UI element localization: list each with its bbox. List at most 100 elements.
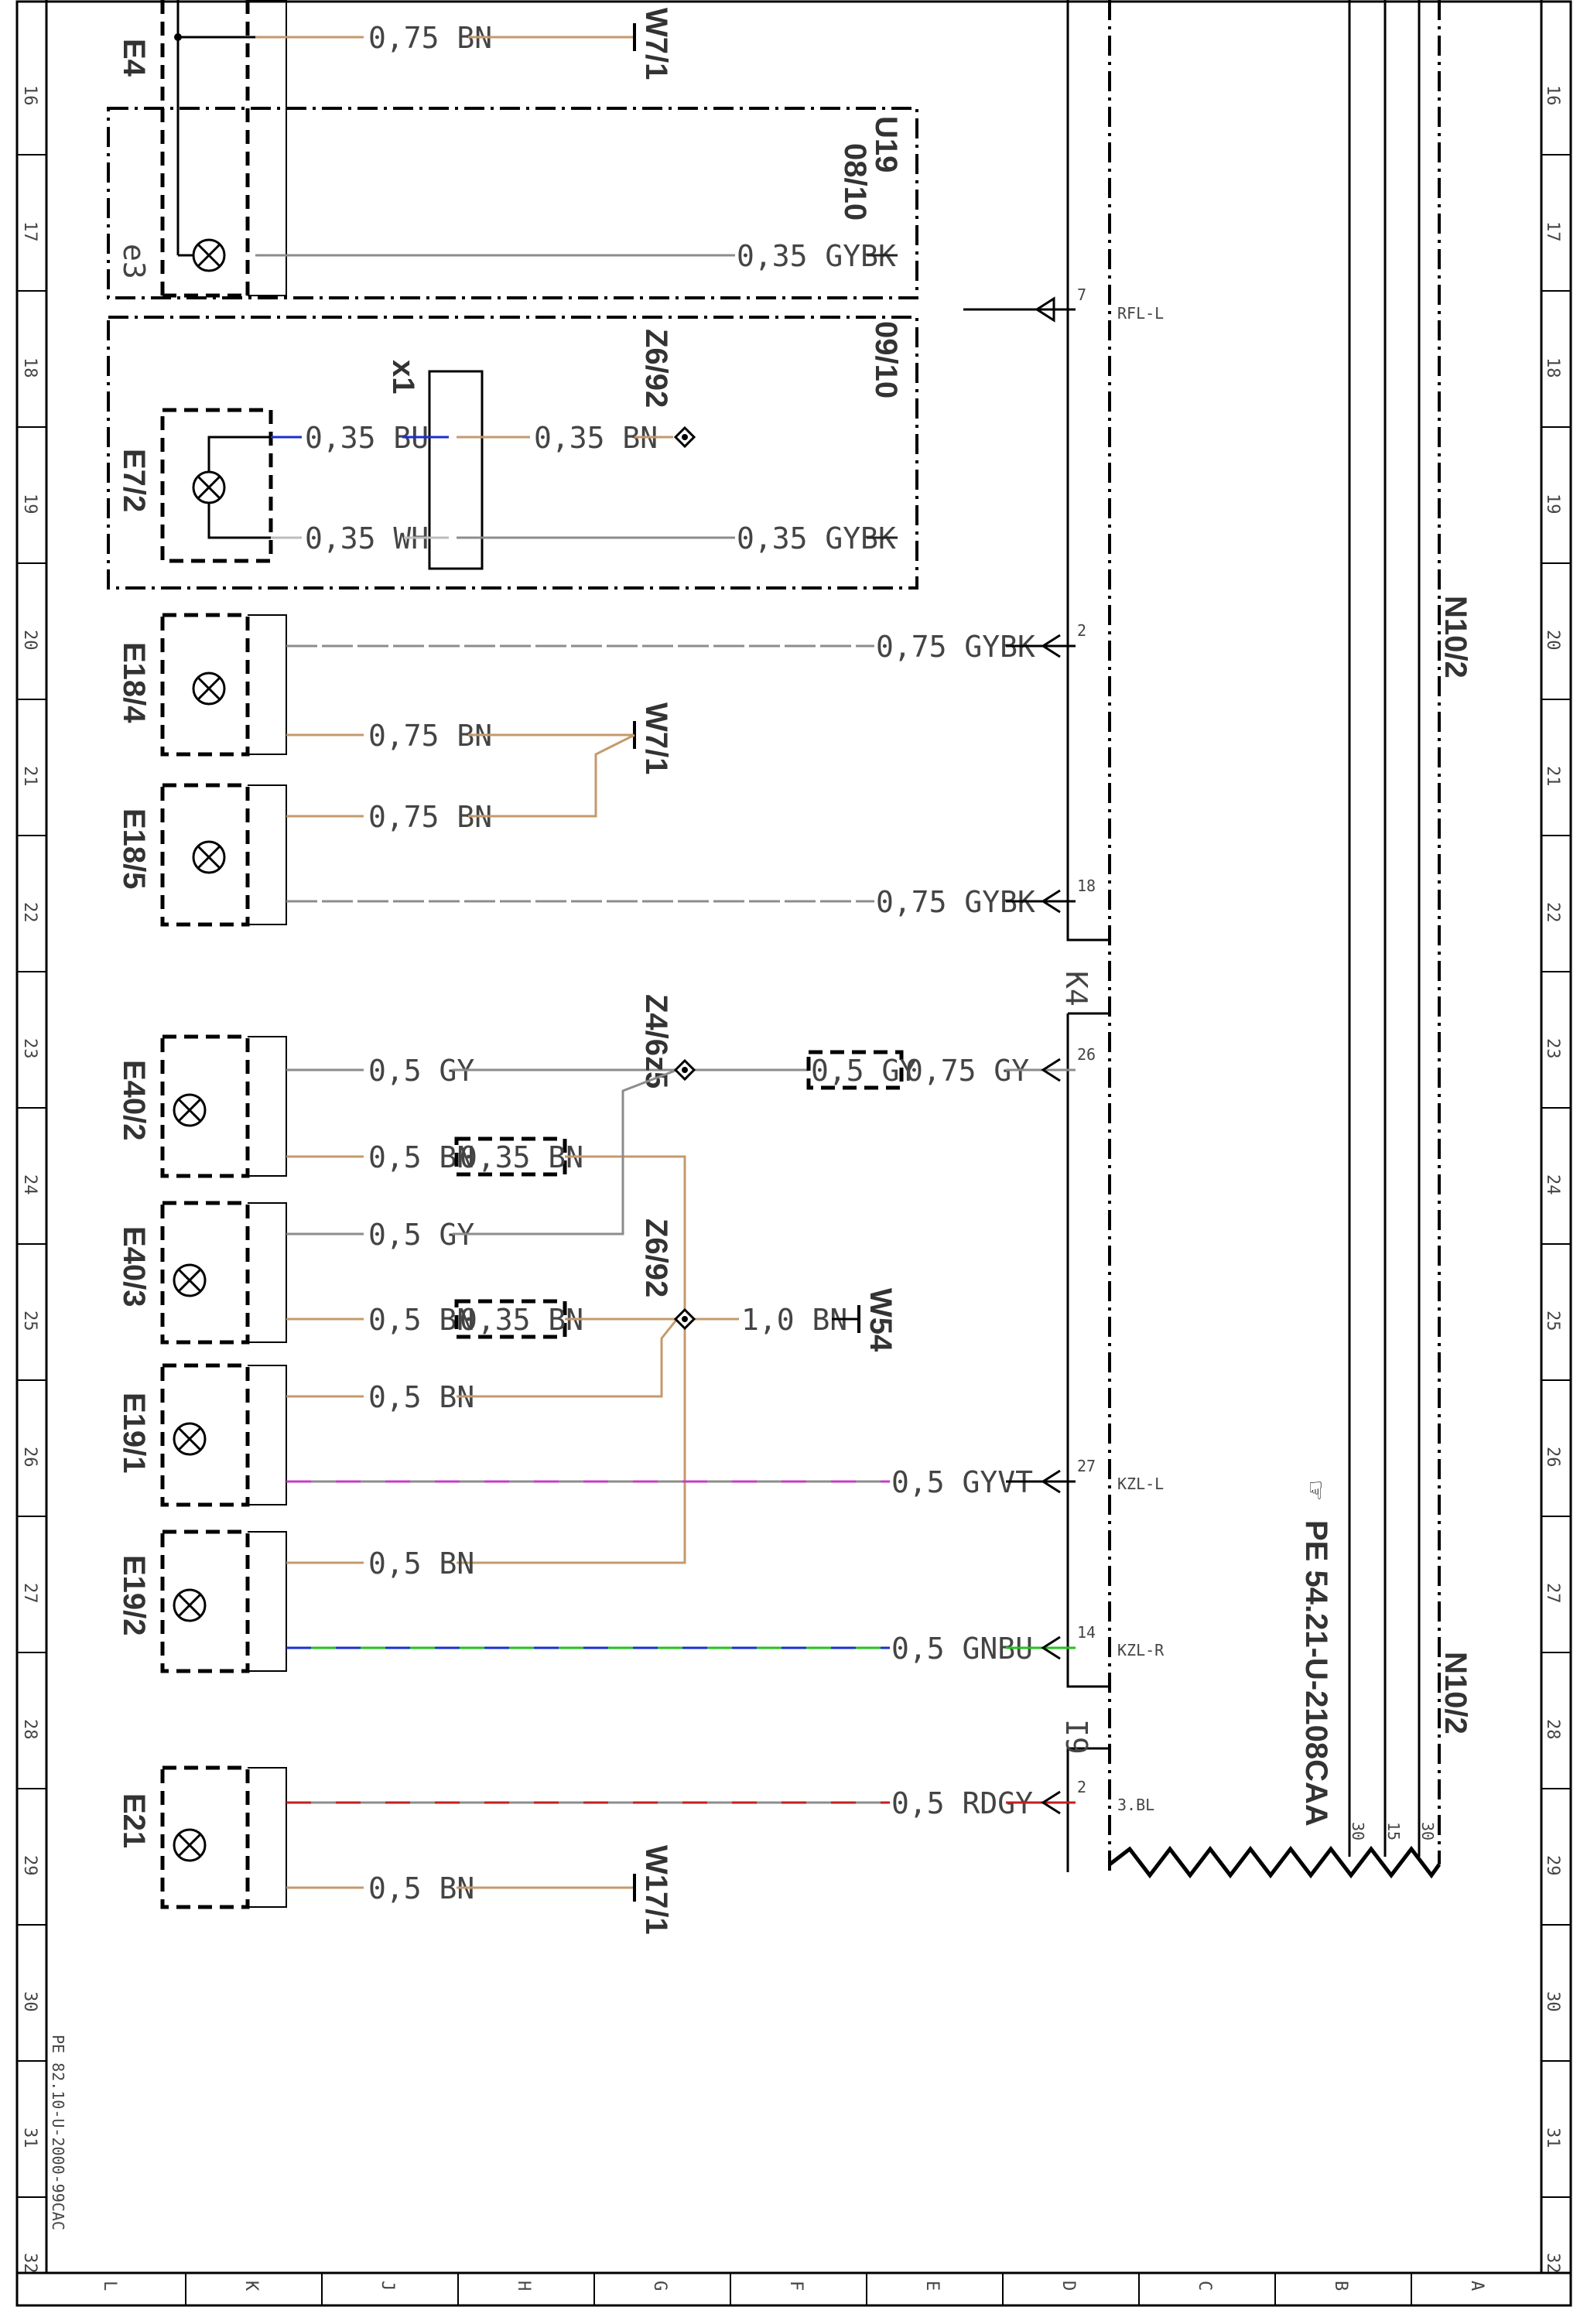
- wire-e184-bn[interactable]: 0,75 BN: [286, 719, 636, 753]
- i9-label: I9: [1059, 1719, 1093, 1755]
- wire-w54-bn[interactable]: 1,0 BN: [693, 1303, 860, 1337]
- terminal-30-label: 30: [1418, 1822, 1437, 1840]
- wire-e402-gy[interactable]: 0,5 GY: [286, 1054, 677, 1088]
- wire-e402-bn[interactable]: 0,5 BN 0,35 BN: [286, 1136, 686, 1564]
- pin-3bl-label: 3.BL: [1117, 1796, 1154, 1814]
- pin-rfl-l-label: RFL-L: [1117, 304, 1164, 323]
- e19-1-lamp[interactable]: [160, 1363, 287, 1507]
- pin-label: 2: [1077, 621, 1086, 640]
- x1-label: x1: [386, 360, 420, 395]
- wire-label-optional: 0,35 BN: [460, 1303, 583, 1337]
- wire-e403-gy[interactable]: 0,5 GY: [286, 1068, 678, 1252]
- row-label: 32: [1543, 2253, 1562, 2274]
- row-label: 26: [1543, 1447, 1562, 1468]
- pin-kzl-l-label: KZL-L: [1117, 1475, 1164, 1493]
- wire-label: 0,5 BN: [368, 1546, 474, 1581]
- wire-e191-bn[interactable]: 0,5 BN: [286, 1318, 679, 1414]
- wire-e192-gnbu[interactable]: 0,5 GNBU 14 KZL-R: [286, 1623, 1165, 1666]
- wire-e3-gybk[interactable]: 0,35 GYBK: [255, 239, 898, 273]
- e7-2-lamp[interactable]: [160, 408, 273, 563]
- column-label: D: [1059, 2281, 1078, 2291]
- row-label: 24: [1543, 1174, 1562, 1195]
- e21-label: E21: [117, 1793, 151, 1848]
- pin-label: 26: [1077, 1045, 1096, 1064]
- e18-4-lamp[interactable]: [160, 613, 287, 757]
- document-reference: PE 82.10-U-2000-99CAC: [49, 2035, 67, 2230]
- wire-x1-gybk[interactable]: 0,35 GYBK: [457, 521, 898, 555]
- reference-0810: 08/10: [838, 143, 872, 220]
- wire-e4-bn[interactable]: 0,75 BN: [255, 21, 636, 55]
- page-frame: [15, 0, 1572, 2307]
- cross-reference-label[interactable]: PE 54.21-U-2108CAA: [1299, 1520, 1333, 1827]
- e21-lamp[interactable]: [160, 1765, 287, 1909]
- e18-5-lamp[interactable]: [160, 783, 287, 927]
- e4-label: E4: [117, 39, 151, 77]
- row-label: 23: [20, 1038, 39, 1059]
- column-label: F: [786, 2281, 805, 2291]
- connector-arrow-icon: [1041, 889, 1061, 914]
- wire-e72-bu[interactable]: 0,35 BU: [271, 421, 449, 455]
- splice-points: [673, 425, 696, 1331]
- row-label: 28: [20, 1719, 39, 1740]
- wire-e21-rdgy[interactable]: 0,5 RDGY 2 3.BL: [286, 1778, 1154, 1820]
- cross-reference[interactable]: ☞ PE 54.21-U-2108CAA: [1299, 1482, 1333, 1827]
- column-label: C: [1195, 2281, 1214, 2291]
- column-label: G: [650, 2281, 669, 2291]
- connector-arrow-icon: [1041, 1635, 1061, 1660]
- e4-component: E4 e3: [117, 0, 287, 298]
- wire-e184-gybk[interactable]: 0,75 GYBK 2: [286, 621, 1086, 664]
- column-label: K: [241, 2281, 261, 2292]
- e40-2-lamp[interactable]: [160, 1034, 287, 1178]
- wire-z4-gy[interactable]: 0,5 GY 0,75 GY 26: [693, 1045, 1096, 1090]
- connector-arrow-icon: [1041, 634, 1061, 658]
- e19-1-label: E19/1: [117, 1393, 151, 1474]
- column-label: E: [922, 2281, 942, 2291]
- row-label: 30: [20, 1991, 39, 2012]
- wire-e403-bn[interactable]: 0,5 BN 0,35 BN: [286, 1299, 677, 1339]
- wire-e185-gybk[interactable]: 0,75 GYBK 18: [286, 877, 1096, 919]
- row-label: 32: [20, 2253, 39, 2274]
- pin-label: 7: [1077, 285, 1086, 304]
- n10-2-label: N10/2: [1438, 596, 1472, 678]
- wire-e191-gyvt[interactable]: 0,5 GYVT 27 KZL-L: [286, 1457, 1164, 1499]
- row-label: 29: [1543, 1855, 1562, 1876]
- connector-arrow-icon: [1041, 1790, 1061, 1815]
- row-label: 29: [20, 1855, 39, 1876]
- row-label: 17: [1543, 221, 1562, 242]
- wire-x1-bn[interactable]: 0,35 BN: [457, 421, 673, 455]
- e19-2-lamp[interactable]: [160, 1529, 287, 1673]
- row-label: 31: [1543, 2127, 1562, 2148]
- column-label: J: [378, 2281, 397, 2291]
- column-label: H: [514, 2281, 533, 2291]
- e40-3-lamp[interactable]: [160, 1201, 287, 1345]
- row-label: 25: [20, 1311, 39, 1331]
- wire-label: 0,5 BN: [368, 1303, 474, 1337]
- row-label: 24: [20, 1174, 39, 1195]
- wire-e192-bn[interactable]: 0,5 BN: [286, 1546, 474, 1581]
- row-label: 22: [20, 902, 39, 923]
- z6-92-splice-label: Z6/92: [639, 1218, 673, 1297]
- pin-label: 14: [1077, 1623, 1096, 1642]
- row-label: 28: [1543, 1719, 1562, 1740]
- e40-3-label: E40/3: [117, 1226, 151, 1307]
- wire-e185-bn[interactable]: 0,75 BN: [286, 733, 635, 834]
- wire-label: 0,5 BN: [368, 1140, 474, 1174]
- z6-92-splice-label: Z6/92: [639, 329, 673, 408]
- column-label: B: [1331, 2281, 1350, 2291]
- pin-label: 18: [1077, 877, 1096, 895]
- wire-rfl-l[interactable]: 7 RFL-L: [963, 285, 1164, 323]
- row-label: 27: [20, 1583, 39, 1604]
- w54-ground-label: W54: [864, 1288, 898, 1352]
- pin-label: 27: [1077, 1457, 1096, 1475]
- terminal-15-label: 15: [1384, 1822, 1403, 1840]
- wire-label: 1,0 BN: [741, 1303, 847, 1337]
- row-label: 20: [1543, 630, 1562, 651]
- row-label: 31: [20, 2127, 39, 2148]
- row-labels-left: 16 17 18 19 20 21 22 23 24 25 26 27 28 2…: [20, 85, 39, 2274]
- row-label: 19: [1543, 494, 1562, 514]
- wire-e21-bn[interactable]: 0,5 BN: [286, 1871, 636, 1905]
- k4-label: K4: [1059, 971, 1093, 1006]
- n10-2-label: N10/2: [1438, 1652, 1472, 1734]
- wire-e72-wh[interactable]: 0,35 WH: [271, 521, 449, 555]
